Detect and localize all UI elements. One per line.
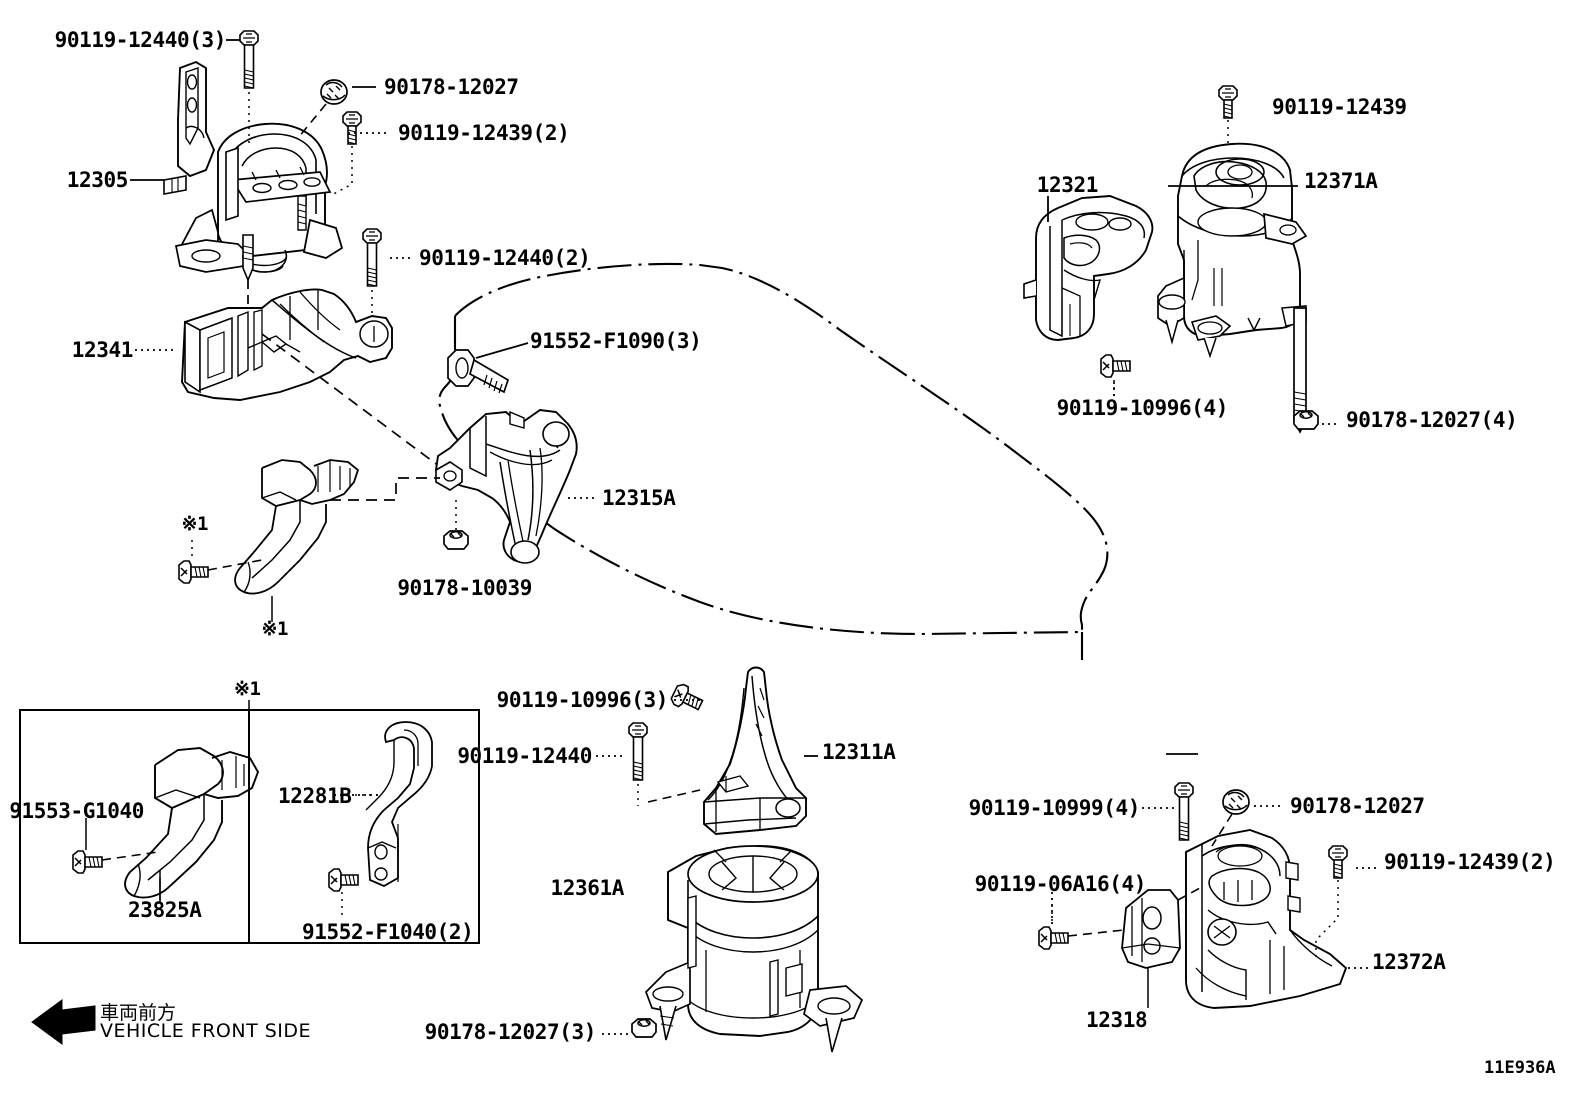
ref-mark-1-left: ※1 xyxy=(181,513,208,535)
part-ref1-stay-main xyxy=(234,459,360,595)
nut-90178-12027-br xyxy=(1222,789,1250,815)
callout-91552-F1090-3: 91552-F1090(3) xyxy=(530,329,702,353)
callout-90178-12027-br: 90178-12027 xyxy=(1290,794,1425,818)
vehicle-front-arrow xyxy=(31,999,96,1045)
bolt-90119-10996-4 xyxy=(1100,354,1131,378)
callout-12321: 12321 xyxy=(1036,173,1099,197)
screw-91552-F1040-2 xyxy=(328,868,359,892)
bolt-90119-12440-2 xyxy=(362,228,382,287)
callout-90119-12439-2-br: 90119-12439(2) xyxy=(1384,850,1556,874)
part-12311a-bracket xyxy=(703,666,807,835)
leader-dash-12027-a xyxy=(297,103,327,139)
assembly-dash-ref1-12315 xyxy=(330,477,440,501)
callout-12311a: 12311A xyxy=(822,740,896,764)
callout-91553-G1040: 91553-G1040 xyxy=(9,799,144,823)
assembly-dash-12341-12315 xyxy=(261,333,456,479)
assembly-dash-12318 xyxy=(1177,887,1201,901)
assembly-dash-12027-br xyxy=(1211,813,1233,847)
callout-12305: 12305 xyxy=(66,168,129,192)
screw-91553-G1040 xyxy=(72,850,103,874)
nut-90178-10039 xyxy=(443,530,469,550)
callout-90178-12027-a: 90178-12027 xyxy=(384,75,519,99)
callout-90119-12439: 90119-12439 xyxy=(1272,95,1407,119)
part-12371a-mount xyxy=(1157,142,1308,434)
callout-12371a: 12371A xyxy=(1304,169,1378,193)
part-12321-bracket xyxy=(1023,195,1154,341)
leader-lines xyxy=(130,39,1298,757)
part-12305-engine-mount xyxy=(163,60,344,283)
callout-90178-10039: 90178-10039 xyxy=(397,576,532,600)
callout-90119-12439-2: 90119-12439(2) xyxy=(398,121,570,145)
leader-lines-dotted xyxy=(135,132,1378,1035)
figure-id: 11E936A xyxy=(1484,1058,1556,1078)
nut-90178-12027-4 xyxy=(1293,410,1319,430)
vehicle-front-label-en: VEHICLE FRONT SIDE xyxy=(100,1020,312,1042)
part-12341-bracket xyxy=(181,288,393,401)
callout-90119-12440-c: 90119-12440 xyxy=(457,744,592,768)
part-12361a-mount xyxy=(645,845,864,1053)
nut-90178-12027-a xyxy=(320,79,348,105)
part-12315a-bracket xyxy=(434,409,578,564)
callout-12372a: 12372A xyxy=(1372,950,1446,974)
bolt-91552-F1090-3 xyxy=(447,349,510,394)
bolt-90119-12439-2-br xyxy=(1328,845,1348,879)
bolt-90119-12439 xyxy=(1218,85,1238,119)
callout-90119-10999-4: 90119-10999(4) xyxy=(968,796,1141,820)
bolt-90119-12439-2 xyxy=(342,111,362,145)
callout-90119-10996-4: 90119-10996(4) xyxy=(1056,396,1229,420)
callout-23825a: 23825A xyxy=(128,898,202,922)
bolt-90119-10996-3 xyxy=(668,681,707,716)
callout-90119-12440-2: 90119-12440(2) xyxy=(419,246,591,270)
callout-90119-10996-3: 90119-10996(3) xyxy=(496,688,669,712)
part-12281b-bracket xyxy=(365,721,433,888)
assembly-dash-ref1-screw xyxy=(207,559,263,571)
callout-90178-12027-3: 90178-12027(3) xyxy=(424,1020,597,1044)
callout-12318: 12318 xyxy=(1086,1008,1148,1032)
bolt-90119-12440 xyxy=(628,722,648,781)
leader-dash-12439-2 xyxy=(329,146,353,197)
part-12372a-mount xyxy=(1185,829,1348,1009)
vehicle-front-label-jp: 車両前方 xyxy=(100,1002,177,1024)
bolt-90119-12440-3 xyxy=(239,30,259,89)
ref1-box-frame xyxy=(19,709,480,944)
assembly-dash-06A16 xyxy=(1067,929,1125,937)
callout-12361a: 12361A xyxy=(550,876,625,900)
part-23825a-clamp xyxy=(124,747,260,899)
screw-90119-06A16-4 xyxy=(1038,926,1069,950)
callout-12315a: 12315A xyxy=(602,486,676,510)
callout-12281b: 12281B xyxy=(278,784,352,808)
callout-90178-12027-4: 90178-12027(4) xyxy=(1346,408,1518,432)
ref-mark-1-lower: ※1 xyxy=(261,618,288,640)
assembly-dash-23825a xyxy=(101,851,159,861)
callout-91552-F1040-2: 91552-F1040(2) xyxy=(302,920,474,944)
callout-90119-12440-3: 90119-12440(3) xyxy=(54,28,227,52)
ref-mark-1-box: ※1 xyxy=(234,678,261,700)
callout-90119-06A16-4: 90119-06A16(4) xyxy=(974,872,1147,896)
assembly-dash-12311a xyxy=(647,789,701,803)
nut-90178-12027-3 xyxy=(631,1018,657,1038)
callout-12341: 12341 xyxy=(71,338,134,362)
screw-ref1-main xyxy=(178,560,209,584)
part-12318-plate xyxy=(1121,889,1181,969)
bolt-90119-10999-4 xyxy=(1174,782,1194,841)
